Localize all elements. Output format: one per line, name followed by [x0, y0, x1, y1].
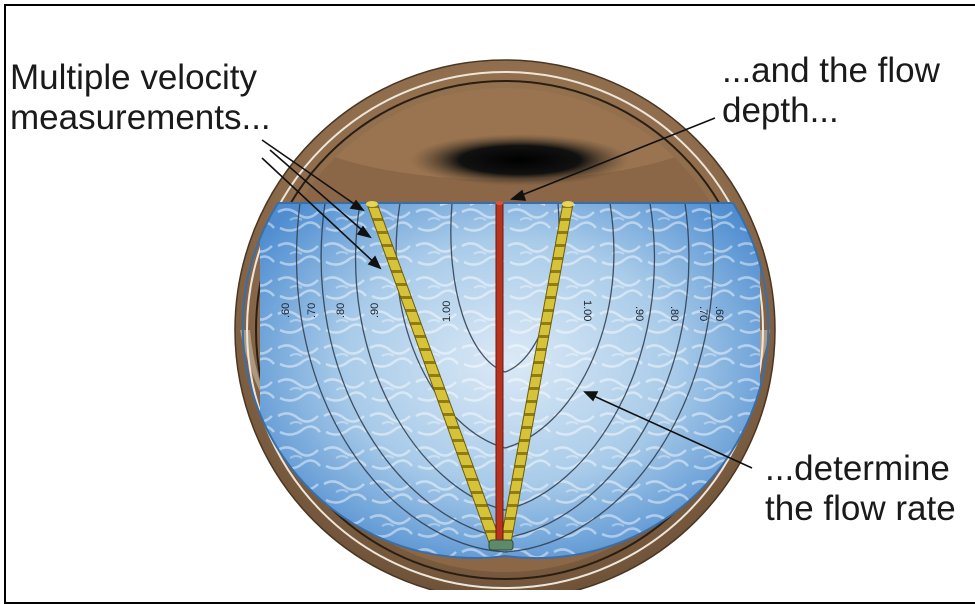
contour-label-left: .60	[280, 303, 292, 318]
contour-label-right: .70	[697, 306, 709, 321]
label-multiple-velocity-line2: measurements...	[10, 98, 271, 138]
sensor-base	[489, 540, 513, 550]
depth-sensor-rod	[496, 201, 504, 548]
label-flow-rate-line1: ...determine	[765, 449, 950, 489]
contour-label-right: .60	[713, 306, 725, 321]
contour-label-right: 1.00	[581, 300, 593, 321]
contour-label-left: 1.00	[441, 301, 453, 322]
label-flow-depth-line1: ...and the flow	[722, 51, 940, 91]
label-flow-depth-line2: depth...	[722, 91, 839, 131]
contour-label-left: .90	[369, 303, 381, 318]
label-multiple-velocity-line1: Multiple velocity	[10, 58, 257, 98]
label-flow-rate-line2: the flow rate	[765, 489, 956, 529]
contour-label-right: .90	[633, 306, 645, 321]
contour-label-left: .70	[306, 303, 318, 318]
contour-label-right: .80	[668, 306, 680, 321]
contour-label-left: .80	[335, 303, 347, 318]
pipe-tunnel-shadow	[410, 134, 630, 186]
